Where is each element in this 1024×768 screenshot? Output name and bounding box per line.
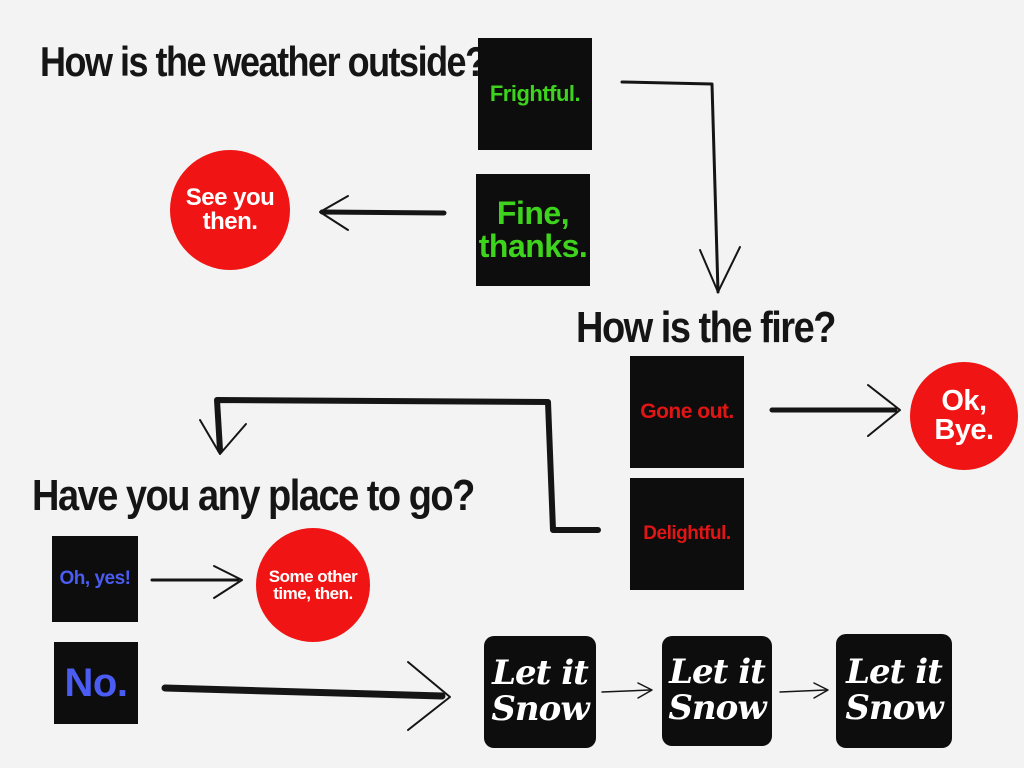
- answer-delightful: Delightful.: [630, 478, 744, 590]
- answer-gone-out: Gone out.: [630, 356, 744, 468]
- arrowhead-snow-3: [813, 682, 829, 699]
- arrowhead-snow-1: [407, 661, 451, 731]
- question-place: Have you any place to go?: [32, 472, 475, 521]
- let-it-snow-2: Let it Snow: [662, 636, 772, 746]
- arrow-no-to-snow: [161, 684, 446, 700]
- answer-oh-yes: Oh, yes!: [52, 536, 138, 622]
- arrow-snow-2-to-3: [779, 689, 827, 693]
- arrowhead-place: [199, 419, 247, 455]
- arrow-delightful-to-place: [214, 397, 601, 533]
- arrowhead-some-other: [213, 565, 243, 599]
- arrowhead-see-you: [319, 195, 349, 231]
- let-it-snow-3: Let it Snow: [836, 634, 952, 748]
- answer-frightful: Frightful.: [478, 38, 592, 150]
- arrow-frightful-to-fire: [620, 80, 720, 294]
- arrowhead-bye: [867, 384, 901, 437]
- arrow-snow-1-to-2: [601, 689, 651, 693]
- ending-ok-bye: Ok, Bye.: [910, 362, 1018, 470]
- ending-some-other-time: Some other time, then.: [256, 528, 370, 642]
- ending-see-you-then: See you then.: [170, 150, 290, 270]
- answer-fine: Fine, thanks.: [476, 174, 590, 286]
- question-weather: How is the weather outside?: [40, 38, 487, 86]
- question-fire: How is the fire?: [576, 304, 836, 353]
- arrowhead-fire: [699, 246, 741, 293]
- let-it-snow-1: Let it Snow: [484, 636, 596, 748]
- answer-no: No.: [54, 642, 138, 724]
- arrow-fine-to-see-you: [319, 209, 447, 216]
- arrowhead-snow-2: [637, 682, 653, 699]
